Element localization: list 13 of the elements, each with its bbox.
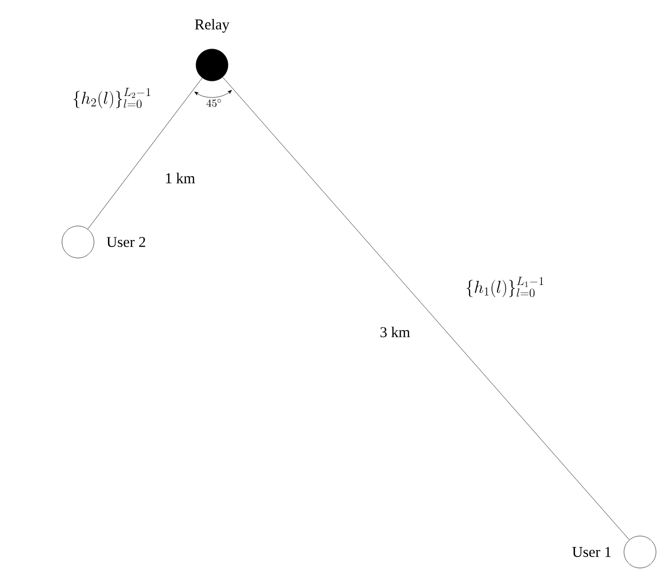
node-circle [62, 226, 94, 258]
link-line [88, 78, 202, 230]
node-label: Relay [194, 18, 230, 33]
node-circle [624, 536, 656, 568]
distance-label: 3 km [380, 326, 410, 338]
node-label: User 2 [106, 236, 146, 248]
node-label: User 1 [572, 546, 611, 557]
node-circle [196, 48, 228, 82]
angle-label: $45^\circ$ [206, 99, 221, 108]
distance-label: 1 km [166, 172, 195, 184]
edge-label: $\{h_1(l)\}_{l=0}^{L_1-1}$ [466, 276, 544, 298]
link-line [222, 76, 630, 540]
edge-label: $\{h_2(l)\}_{l=0}^{L_2-1}$ [74, 88, 150, 108]
